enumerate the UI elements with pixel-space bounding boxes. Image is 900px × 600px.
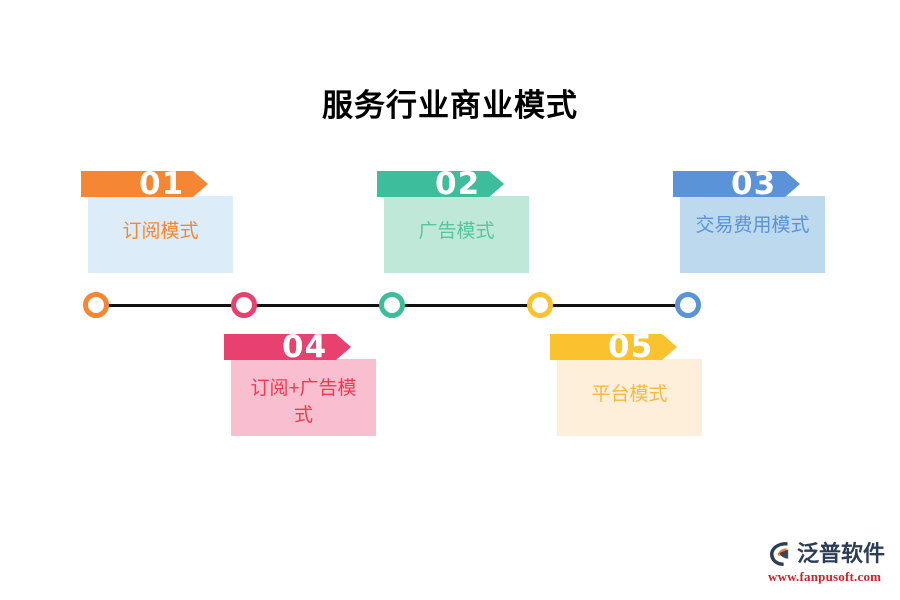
card-05-banner-bar xyxy=(550,334,662,360)
card-05-banner-arrow-icon xyxy=(662,334,677,360)
card-04-label: 订阅+广告模式 xyxy=(250,378,357,426)
card-04-number: 04 xyxy=(282,329,328,365)
card-01-banner-bar xyxy=(81,171,193,197)
timeline-node-04[interactable] xyxy=(231,291,257,318)
card-02-label: 广告模式 xyxy=(418,221,495,242)
card-05[interactable]: 平台模式 05 xyxy=(550,329,702,436)
card-02-banner-bar xyxy=(377,171,489,197)
card-01-number: 01 xyxy=(139,166,185,202)
card-03-label: 交易费用模式 xyxy=(695,215,810,236)
card-02[interactable]: 广告模式 02 xyxy=(377,166,529,273)
timeline-node-02[interactable] xyxy=(379,291,405,318)
card-01[interactable]: 订阅模式 01 xyxy=(81,166,233,273)
card-01-label: 订阅模式 xyxy=(122,221,199,242)
card-02-number: 02 xyxy=(435,166,481,202)
card-04-banner-bar xyxy=(224,334,336,360)
card-01-banner-arrow-icon xyxy=(193,171,208,197)
watermark-logo: 泛普软件 www.fanpusoft.com xyxy=(766,538,892,588)
card-03-banner-bar xyxy=(673,171,785,197)
card-03-number: 03 xyxy=(731,166,777,202)
timeline-node-05[interactable] xyxy=(527,291,553,318)
card-05-panel: 平台模式 xyxy=(557,359,702,436)
card-05-number: 05 xyxy=(608,329,654,365)
card-03-panel: 交易费用模式 xyxy=(680,196,825,273)
card-04-banner-arrow-icon xyxy=(336,334,351,360)
page-title: 服务行业商业模式 xyxy=(322,88,578,123)
card-05-label: 平台模式 xyxy=(591,384,668,405)
fanpu-logo-icon xyxy=(766,539,796,569)
card-04-panel: 订阅+广告模式 xyxy=(231,359,376,436)
card-03-banner-arrow-icon xyxy=(785,171,800,197)
card-02-panel: 广告模式 xyxy=(384,196,529,273)
timeline xyxy=(83,291,701,318)
timeline-node-03[interactable] xyxy=(675,291,701,318)
timeline-node-01[interactable] xyxy=(83,291,109,318)
card-03[interactable]: 交易费用模式 03 xyxy=(673,166,825,273)
logo-url-text: www.fanpusoft.com xyxy=(768,569,882,584)
card-04[interactable]: 订阅+广告模式 04 xyxy=(224,329,376,436)
card-01-panel: 订阅模式 xyxy=(88,196,233,273)
logo-brand-text: 泛普软件 xyxy=(797,541,886,566)
card-02-banner-arrow-icon xyxy=(489,171,504,197)
logo-row: 泛普软件 xyxy=(766,538,885,570)
